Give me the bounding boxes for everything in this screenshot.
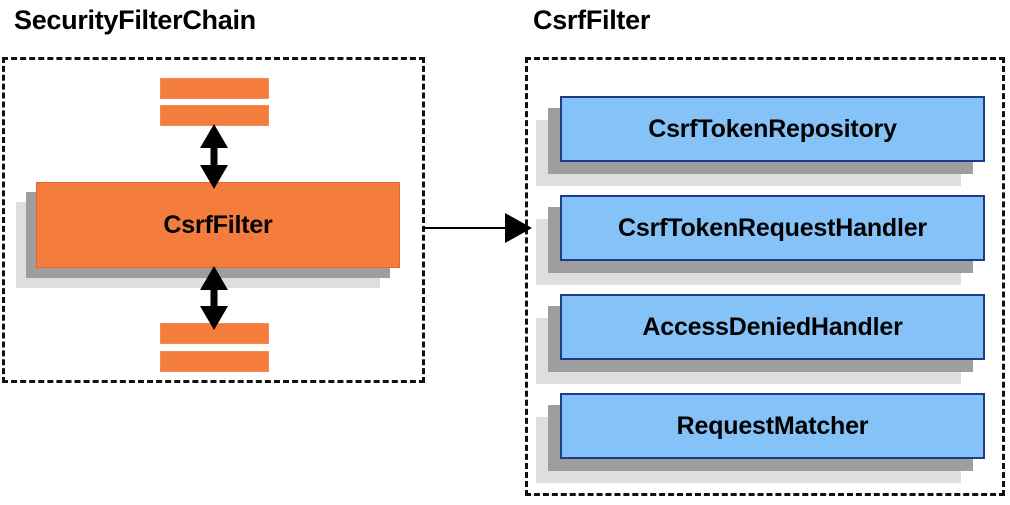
filter-bar-above-2 — [160, 78, 269, 99]
node-csrf-filter-label: CsrfFilter — [36, 182, 400, 268]
node-csrf-token-request-handler[interactable]: CsrfTokenRequestHandler — [536, 195, 985, 285]
node-access-denied-handler-label: AccessDeniedHandler — [560, 294, 985, 360]
node-request-matcher-label: RequestMatcher — [560, 393, 985, 459]
filter-bar-below-2 — [160, 351, 269, 372]
node-csrf-token-repository[interactable]: CsrfTokenRepository — [536, 96, 985, 186]
panel-title-csrf-filter: CsrfFilter — [533, 5, 651, 35]
filter-bar-below-1 — [160, 323, 269, 344]
node-csrf-filter[interactable]: CsrfFilter — [16, 182, 400, 288]
panel-csrf-filter-detail — [525, 57, 1005, 496]
node-csrf-token-request-handler-label: CsrfTokenRequestHandler — [560, 195, 985, 261]
node-request-matcher[interactable]: RequestMatcher — [536, 393, 985, 483]
connector-expand-link — [422, 213, 532, 243]
node-csrf-token-repository-label: CsrfTokenRepository — [560, 96, 985, 162]
node-access-denied-handler[interactable]: AccessDeniedHandler — [536, 294, 985, 384]
filter-bar-above-1 — [160, 105, 269, 126]
panel-security-filter-chain — [2, 57, 425, 383]
panel-title-security-filter-chain: SecurityFilterChain — [14, 5, 256, 35]
